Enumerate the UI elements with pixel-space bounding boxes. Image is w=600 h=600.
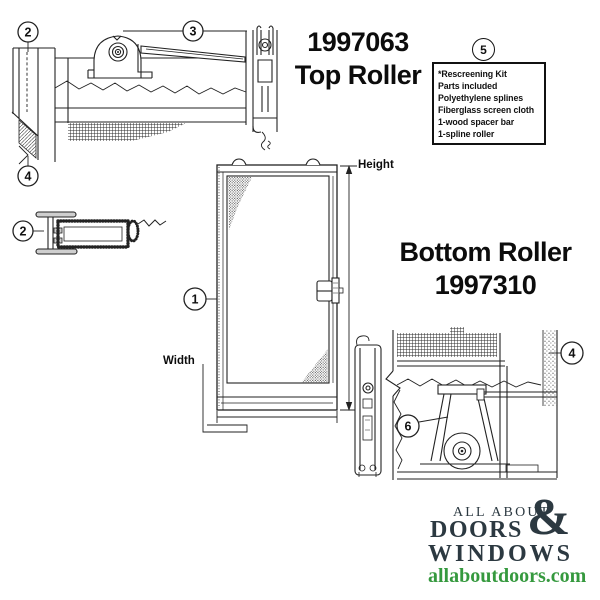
top-wheel-bump [231, 158, 247, 166]
kit-line: Parts included [438, 81, 498, 91]
bottom-roller-bracket [437, 384, 487, 395]
jamb-hatch [18, 119, 37, 159]
torn-edge [54, 80, 247, 95]
logo-tagline: ALL ABOUT [453, 505, 551, 520]
bottom-roller-drawing [354, 327, 584, 480]
bottom-roller-product-name: Bottom Roller [399, 237, 573, 267]
logo-word-windows: WINDOWS [428, 541, 574, 567]
callout-6: 6 [405, 420, 412, 434]
door-stile-side-view [354, 335, 382, 477]
screen-mesh [397, 333, 497, 357]
callout-4b-circle [560, 341, 584, 365]
callout-3-circle [182, 20, 204, 42]
kit-line: *Rescreening Kit [438, 69, 507, 79]
kit-line: 1-wood spacer bar [438, 117, 515, 127]
kit-line: Fiberglass screen cloth [438, 105, 534, 115]
callout-2-circle [17, 21, 39, 43]
logo-website-url: allaboutdoors.com [428, 565, 587, 587]
top-roller-product-name: Top Roller [294, 60, 422, 90]
callout-5: 5 [472, 38, 495, 61]
callout-4-circle [17, 165, 39, 187]
door-latch-handle [316, 277, 344, 304]
height-dimension [340, 165, 357, 411]
jamb-cross-section-drawing [12, 211, 167, 255]
callout-6-circle [396, 414, 420, 438]
top-roller-wheel [108, 42, 128, 62]
callout-4-bottom: 4 [569, 347, 576, 361]
callout-2-top: 2 [25, 26, 32, 40]
top-wheel-bump [305, 158, 321, 166]
screen-corner-shading [228, 177, 252, 230]
top-roller-drawing [11, 20, 278, 187]
screen-door-drawing [183, 140, 357, 433]
bottom-roller-title: Bottom Roller 1997310 [383, 236, 588, 302]
beaded-tube [56, 219, 130, 249]
logo-word-doors: DOORS [430, 517, 523, 543]
weatherstrip-shading [543, 330, 557, 406]
logo: ALL ABOUT DOORS & WINDOWS allaboutdoors.… [420, 489, 600, 594]
logo-ampersand: & [527, 489, 571, 546]
callout-3: 3 [190, 25, 197, 39]
callout-1: 1 [192, 293, 199, 307]
width-label: Width [163, 355, 195, 367]
top-roller-title: 1997063 Top Roller [278, 26, 438, 92]
top-roller-part-number: 1997063 [307, 27, 409, 57]
callout-2-middle: 2 [20, 225, 27, 239]
callout-4-top: 4 [25, 170, 32, 184]
callout-5-number: 5 [480, 42, 487, 57]
door-panel-opening [226, 175, 330, 384]
screen-corner-shading [301, 349, 328, 383]
width-dimension [202, 364, 338, 433]
screen-mesh [68, 123, 186, 141]
callout-1-circle [183, 287, 207, 311]
kit-line: Polyethylene splines [438, 93, 524, 103]
rescreening-kit-box: *Rescreening Kit Parts included Polyethy… [432, 62, 546, 145]
callout-2b-circle [12, 220, 34, 242]
bottom-roller-part-number: 1997310 [434, 270, 537, 300]
height-label: Height [358, 159, 394, 171]
track-channel-section [252, 25, 278, 151]
kit-line: 1-spline roller [438, 129, 495, 139]
